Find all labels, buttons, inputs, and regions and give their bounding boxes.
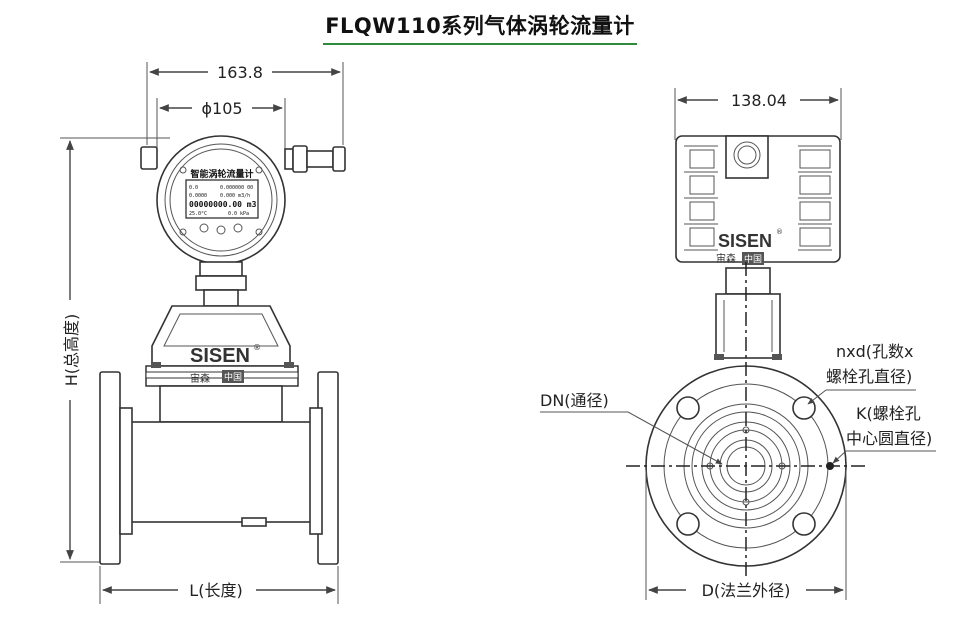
dim-flange-od: D(法兰外径) xyxy=(645,470,847,600)
bolt-hole xyxy=(676,512,700,536)
svg-text:00000000.00 m3: 00000000.00 m3 xyxy=(189,200,257,209)
dim-flange-od-label: D(法兰外径) xyxy=(702,581,791,600)
sensor-housing: SISEN ® 宙森 中国 xyxy=(145,305,299,423)
dim-side-width-label: 138.04 xyxy=(731,91,787,110)
pipe-body xyxy=(99,371,339,565)
dn-callout: DN(通径) xyxy=(540,391,723,465)
dim-height-label: H(总高度) xyxy=(62,314,81,387)
side-view: 138.04 SISEN ® 宙森 中国 xyxy=(540,88,936,600)
dim-length: L(长度) xyxy=(99,566,339,604)
side-brand-logo: SISEN xyxy=(718,231,772,251)
k-callout: K(螺栓孔 中心圆直径) xyxy=(832,404,936,464)
bolt-hole xyxy=(792,396,816,420)
bolt-hole xyxy=(792,512,816,536)
bolt-holes-label-2: 螺栓孔直径) xyxy=(826,367,912,386)
svg-text:宙森: 宙森 xyxy=(190,372,210,385)
front-view: 163.8 ϕ105 H(总高度) 智能涡 xyxy=(60,62,346,604)
dim-length-label: L(长度) xyxy=(189,581,242,600)
dim-height: H(总高度) xyxy=(60,137,170,563)
svg-text:®: ® xyxy=(776,228,783,236)
diagram-title: FLQW110系列气体涡轮流量计 xyxy=(0,10,960,45)
svg-text:中国: 中国 xyxy=(224,371,242,383)
svg-text:25.0°C: 25.0°C xyxy=(189,211,207,217)
svg-text:中国: 中国 xyxy=(744,253,762,265)
svg-text:®: ® xyxy=(253,343,261,352)
dn-label: DN(通径) xyxy=(540,391,609,410)
k-label-1: K(螺栓孔 xyxy=(856,404,921,423)
svg-text:宙森: 宙森 xyxy=(716,252,736,265)
bolt-holes-callout: nxd(孔数x 螺栓孔直径) xyxy=(807,342,916,405)
dim-head-diameter: ϕ105 xyxy=(156,98,286,150)
lcd-header: 智能涡轮流量计 xyxy=(190,168,253,180)
svg-text:0.000 m3/h: 0.000 m3/h xyxy=(220,193,250,199)
left-flange xyxy=(99,371,121,565)
svg-text:0.0000: 0.0000 xyxy=(189,193,207,199)
bolt-hole xyxy=(676,396,700,420)
dim-side-width: 138.04 xyxy=(674,88,842,140)
k-label-2: 中心圆直径) xyxy=(846,429,932,448)
svg-text:0.000000 00: 0.000000 00 xyxy=(220,185,253,191)
side-head: SISEN ® 宙森 中国 xyxy=(675,135,841,265)
svg-text:0.0: 0.0 xyxy=(189,185,198,191)
bolt-holes-label-1: nxd(孔数x xyxy=(836,342,913,361)
dim-overall-width-label: 163.8 xyxy=(217,63,263,82)
dim-head-diameter-label: ϕ105 xyxy=(201,99,242,118)
dim-overall-width: 163.8 xyxy=(146,62,344,145)
neck xyxy=(199,261,243,277)
lcd-display: 智能涡轮流量计 0.0 0.000000 00 0.0000 0.000 m3/… xyxy=(185,168,259,219)
brand-logo: SISEN xyxy=(190,345,250,367)
svg-text:0.0 kPa: 0.0 kPa xyxy=(228,211,249,217)
